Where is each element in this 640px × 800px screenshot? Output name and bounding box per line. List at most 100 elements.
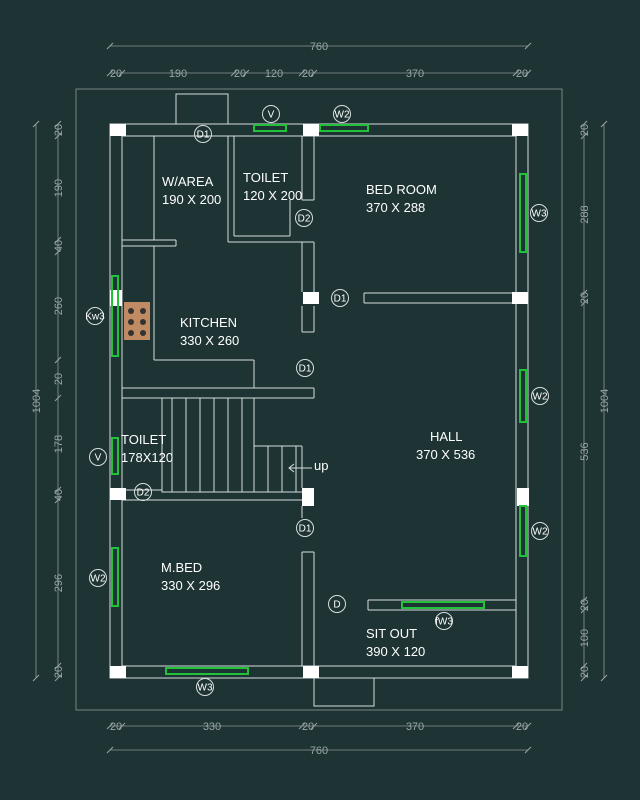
tag-text: D1 [299,524,312,535]
dimension-label: 190 [169,68,187,80]
room-mbed-name: M.BED [161,560,202,575]
stove-icon [124,302,150,340]
dimension-label: 20 [579,124,591,136]
tag-text: D [333,600,340,611]
dimension-label: 288 [579,205,591,223]
tag-d-main: D [328,595,346,613]
tag-text: Kw3 [85,312,105,323]
tag-circle [196,678,214,696]
dimension-label: 20 [110,68,122,80]
dimension-label: 370 [406,68,424,80]
tag-w2-bedroom: W2 [333,105,351,123]
room-toilet-left-size: 178X120 [121,450,173,465]
tag-w2-hall-lower: W2 [531,522,549,540]
dimension-label: 20 [302,68,314,80]
dimension-right-segments: 20 288 20 536 20 100 20 [579,120,591,682]
dimension-right-total: 1004 [599,120,611,682]
tag-circle [295,209,313,227]
room-toilet-top-size: 120 X 200 [243,188,302,203]
dimension-label: 20 [53,666,65,678]
tag-circle [296,359,314,377]
dimension-label: 20 [579,292,591,304]
room-kitchen-name: KITCHEN [180,315,237,330]
dimension-total-label: 760 [310,41,328,53]
dimension-label: 100 [579,629,591,647]
dimension-label: 20 [516,721,528,733]
dimension-label: 20 [53,373,65,385]
tag-d1-kitchen: D1 [296,359,314,377]
dimension-label: 20 [579,599,591,611]
tag-circle [530,204,548,222]
dimension-total-label: 1004 [31,389,43,413]
dimension-top-total: 760 [106,41,532,53]
tag-w2-mbed: W2 [89,569,107,587]
tag-v-toilet-left: V [89,448,107,466]
dimension-label: 178 [53,435,65,453]
tag-w2-hall-upper: W2 [531,387,549,405]
tag-circle [333,105,351,123]
room-warea-size: 190 X 200 [162,192,221,207]
columns [110,124,529,678]
tag-w3-mbed: W3 [196,678,214,696]
tag-text: W2 [91,574,106,585]
dimension-bottom-total: 760 [106,745,532,757]
tag-text: W2 [533,527,548,538]
tag-text: D1 [299,364,312,375]
room-sitout-size: 390 X 120 [366,644,425,659]
tag-circle [435,612,453,630]
tag-text: W2 [335,110,350,121]
tag-fw3-sitout: fW3 [435,612,453,630]
tag-v-toilet-top: V [262,105,280,123]
dimension-left-total: 1004 [31,120,43,682]
dimension-label: 370 [406,721,424,733]
stairs-up-label: up [314,458,328,473]
tag-w3-bedroom: W3 [530,204,548,222]
room-toilet-left-name: TOILET [121,432,166,447]
dimension-label: 20 [234,68,246,80]
dimension-label: 40 [53,489,65,501]
dimension-total-label: 760 [310,745,328,757]
tag-circle [134,483,152,501]
dimension-label: 20 [579,666,591,678]
tag-circle [89,448,107,466]
tag-circle [531,522,549,540]
dimension-label: 190 [53,179,65,197]
tag-text: W2 [533,392,548,403]
dimension-label: 20 [110,721,122,733]
room-hall-size: 370 X 536 [416,447,475,462]
tag-d1-mbed: D1 [296,519,314,537]
tag-text: fW3 [435,617,453,628]
tag-circle [331,289,349,307]
tag-d1-warea: D1 [194,125,212,143]
dimension-total-label: 1004 [599,389,611,413]
room-sitout-name: SIT OUT [366,626,417,641]
room-toilet-top-name: TOILET [243,170,288,185]
windows [111,124,527,675]
tag-text: W3 [198,683,213,694]
interior-walls [122,93,516,707]
tag-circle [194,125,212,143]
dimension-label: 536 [579,442,591,460]
tag-text: D2 [137,488,150,499]
outer-walls [109,123,529,679]
tag-circle [89,569,107,587]
tag-circle [86,307,104,325]
room-mbed-size: 330 X 296 [161,578,220,593]
tag-text: D2 [298,214,311,225]
tag-text: D1 [197,130,210,141]
tag-text: V [268,110,275,121]
room-bedroom-size: 370 X 288 [366,200,425,215]
drawing-frame [75,88,563,711]
tag-circle [296,519,314,537]
dimension-label: 40 [53,240,65,252]
tag-circle [262,105,280,123]
tag-circle [531,387,549,405]
dimension-label: 260 [53,297,65,315]
tag-d1-bedroom: D1 [331,289,349,307]
